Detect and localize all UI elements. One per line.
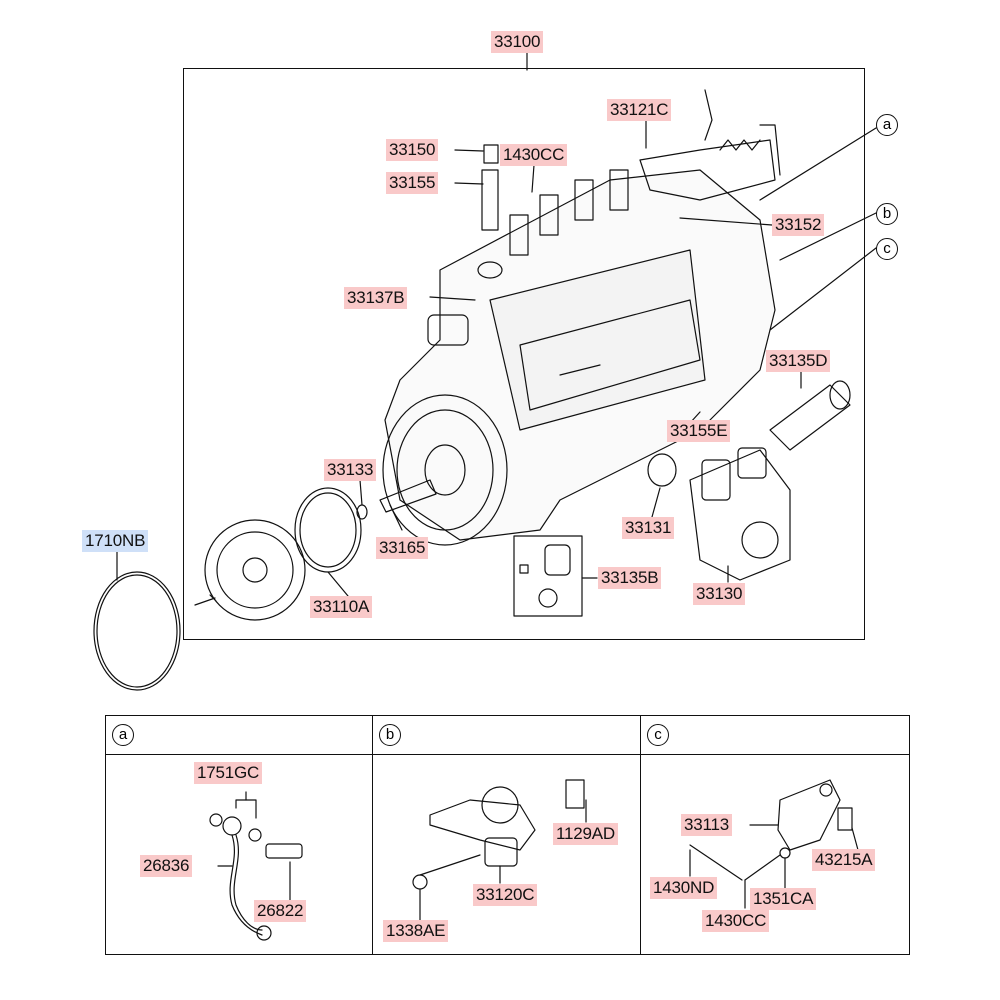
label-1751gc[interactable]: 1751GC xyxy=(194,762,263,784)
inset-b-marker: b xyxy=(379,724,401,746)
label-1430cc-inset[interactable]: 1430CC xyxy=(702,910,770,932)
label-33121c[interactable]: 33121C xyxy=(607,99,672,121)
inset-c-marker: c xyxy=(647,724,669,746)
label-33135d[interactable]: 33135D xyxy=(766,350,831,372)
inset-header-divider xyxy=(105,715,910,755)
inset-a-marker: a xyxy=(112,724,134,746)
label-33135b[interactable]: 33135B xyxy=(598,567,662,589)
label-33165[interactable]: 33165 xyxy=(376,537,429,559)
label-33155[interactable]: 33155 xyxy=(386,172,439,194)
ref-a-marker: a xyxy=(876,114,898,136)
label-26822[interactable]: 26822 xyxy=(254,900,307,922)
label-26836[interactable]: 26836 xyxy=(140,855,193,877)
label-1129ad[interactable]: 1129AD xyxy=(553,823,618,845)
label-33155e[interactable]: 33155E xyxy=(667,420,731,442)
label-33113[interactable]: 33113 xyxy=(681,814,733,836)
inset-column-divider-2 xyxy=(640,715,641,955)
main-assembly-frame xyxy=(183,68,865,640)
label-1351ca[interactable]: 1351CA xyxy=(750,888,817,910)
label-1338ae[interactable]: 1338AE xyxy=(383,920,449,942)
label-33110a[interactable]: 33110A xyxy=(310,596,373,618)
label-33131[interactable]: 33131 xyxy=(622,517,675,539)
label-33150[interactable]: 33150 xyxy=(386,139,439,161)
ref-b-marker: b xyxy=(876,203,898,225)
label-33120c[interactable]: 33120C xyxy=(473,884,538,906)
label-1430cc-main[interactable]: 1430CC xyxy=(500,144,568,166)
label-33100[interactable]: 33100 xyxy=(491,31,544,53)
inset-column-divider-1 xyxy=(372,715,373,955)
label-33152[interactable]: 33152 xyxy=(772,214,825,236)
label-1430nd[interactable]: 1430ND xyxy=(650,877,718,899)
label-33130[interactable]: 33130 xyxy=(693,583,746,605)
label-43215a[interactable]: 43215A xyxy=(812,849,876,871)
label-33137b[interactable]: 33137B xyxy=(344,287,408,309)
ref-c-marker: c xyxy=(876,238,898,260)
label-33133[interactable]: 33133 xyxy=(324,459,377,481)
label-1710nb[interactable]: 1710NB xyxy=(82,530,149,552)
